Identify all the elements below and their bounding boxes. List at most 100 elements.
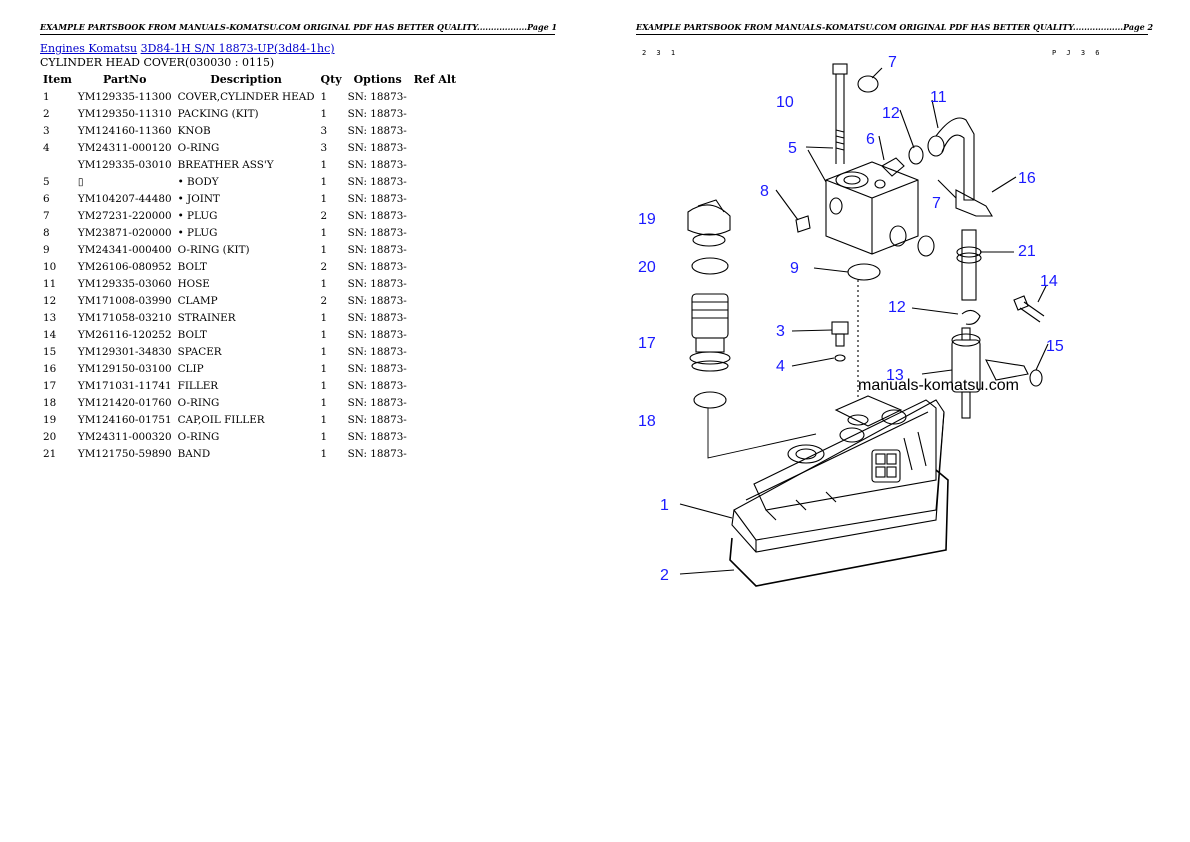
cell-ref-alt — [411, 394, 460, 411]
cell-item — [40, 156, 75, 173]
cell-item: 2 — [43, 107, 50, 120]
cell-item: 13 — [43, 311, 57, 324]
cell-ref-alt — [411, 360, 460, 377]
cell-description: HOSE — [177, 277, 210, 290]
cell-description: BREATHER ASS'Y — [177, 158, 274, 171]
cell-qty: 1 — [320, 396, 328, 409]
cell-item: 6 — [43, 192, 50, 205]
callout-5: 5 — [788, 140, 797, 157]
cell-qty: 1 — [320, 158, 328, 171]
cell-options: SN: 18873- — [347, 260, 407, 273]
cell-ref-alt — [411, 343, 460, 360]
cell-item: 11 — [43, 277, 57, 290]
cell-partno: YM129301-34830 — [77, 345, 172, 358]
callout-17: 17 — [638, 335, 656, 352]
cell-description: • PLUG — [177, 209, 218, 222]
bolt-10-drawing — [832, 63, 848, 164]
cell-description: CLAMP — [177, 294, 218, 307]
callout-21: 21 — [1018, 243, 1036, 260]
cell-description: O-RING — [177, 141, 220, 154]
cell-options: SN: 18873- — [347, 413, 407, 426]
cell-description: O-RING — [177, 430, 220, 443]
cell-options: SN: 18873- — [347, 158, 407, 171]
cell-options: SN: 18873- — [347, 175, 407, 188]
cell-description: STRAINER — [177, 311, 236, 324]
hose-drawing — [927, 117, 975, 201]
callout-13: 13 — [886, 367, 904, 384]
breadcrumb-link-engines[interactable]: Engines Komatsu — [40, 42, 138, 55]
cell-options: SN: 18873- — [347, 447, 407, 460]
filler-drawing — [689, 293, 731, 372]
knob-drawing — [831, 321, 849, 347]
cell-description: BOLT — [177, 260, 207, 273]
callout-12-lower: 12 — [888, 299, 906, 316]
cell-options: SN: 18873- — [347, 311, 407, 324]
page-1: EXAMPLE PARTSBOOK FROM MANUALS-KOMATSU.C… — [40, 22, 557, 462]
cell-partno: YM104207-44480 — [77, 192, 172, 205]
plug-7-top-drawing — [857, 75, 879, 93]
callout-8: 8 — [760, 183, 769, 200]
cell-item: 8 — [43, 226, 50, 239]
cell-ref-alt — [411, 275, 460, 292]
cell-ref-alt — [411, 326, 460, 343]
breadcrumb-link-model[interactable]: 3D84-1H S/N 18873-UP(3d84-1hc) — [140, 42, 335, 55]
cell-options: SN: 18873- — [347, 226, 407, 239]
breadcrumb: Engines Komatsu 3D84-1H S/N 18873-UP(3d8… — [40, 42, 555, 55]
column-header-qty: Qty — [320, 73, 342, 86]
cell-options: SN: 18873- — [347, 362, 407, 375]
cell-ref-alt — [411, 309, 460, 326]
callout-11: 11 — [930, 89, 947, 106]
cell-description: SPACER — [177, 345, 222, 358]
cell-ref-alt — [411, 122, 460, 139]
cell-options: SN: 18873- — [347, 345, 407, 358]
plug-8-drawing — [795, 215, 811, 233]
callout-20: 20 — [638, 259, 656, 276]
cell-qty: 1 — [320, 311, 328, 324]
cell-partno: YM121750-59890 — [77, 447, 172, 460]
cell-partno: YM124160-01751 — [77, 413, 172, 426]
callout-1: 1 — [660, 497, 669, 514]
cell-item: 14 — [43, 328, 57, 341]
cell-partno: YM121420-01760 — [77, 396, 172, 409]
cell-item: 18 — [43, 396, 57, 409]
cell-ref-alt — [411, 207, 460, 224]
cell-partno: YM26106-080952 — [77, 260, 172, 273]
cell-qty: 1 — [320, 243, 328, 256]
callout-7-side: 7 — [932, 195, 941, 212]
column-header-options: Options — [353, 73, 402, 86]
cell-qty: 1 — [320, 192, 328, 205]
cell-qty: 2 — [320, 260, 328, 273]
callout-4: 4 — [776, 358, 785, 375]
column-header-ref-alt: Ref Alt — [413, 73, 457, 86]
cell-item: 17 — [43, 379, 57, 392]
callout-18: 18 — [638, 413, 656, 430]
o-ring-18-drawing — [693, 391, 727, 409]
cell-ref-alt — [411, 241, 460, 258]
cell-options: SN: 18873- — [347, 430, 407, 443]
callouts: 1 2 3 4 5 6 7 7 8 9 10 11 12 12 13 14 15… — [638, 54, 1064, 584]
cell-item: 19 — [43, 413, 57, 426]
cell-item: 12 — [43, 294, 57, 307]
cell-options: SN: 18873- — [347, 294, 407, 307]
spacer-drawing — [1029, 369, 1043, 387]
parts-table-header: Item PartNo Description Qty Options Ref … — [40, 71, 459, 88]
cell-item: 20 — [43, 430, 57, 443]
callout-14: 14 — [1040, 273, 1058, 290]
cell-description: BOLT — [177, 328, 207, 341]
cell-qty: 1 — [320, 175, 328, 188]
column-header-item: Item — [43, 73, 72, 86]
watermark-text: manuals-komatsu.com — [858, 377, 1019, 394]
cell-qty: 1 — [320, 107, 328, 120]
callout-15: 15 — [1046, 338, 1064, 355]
